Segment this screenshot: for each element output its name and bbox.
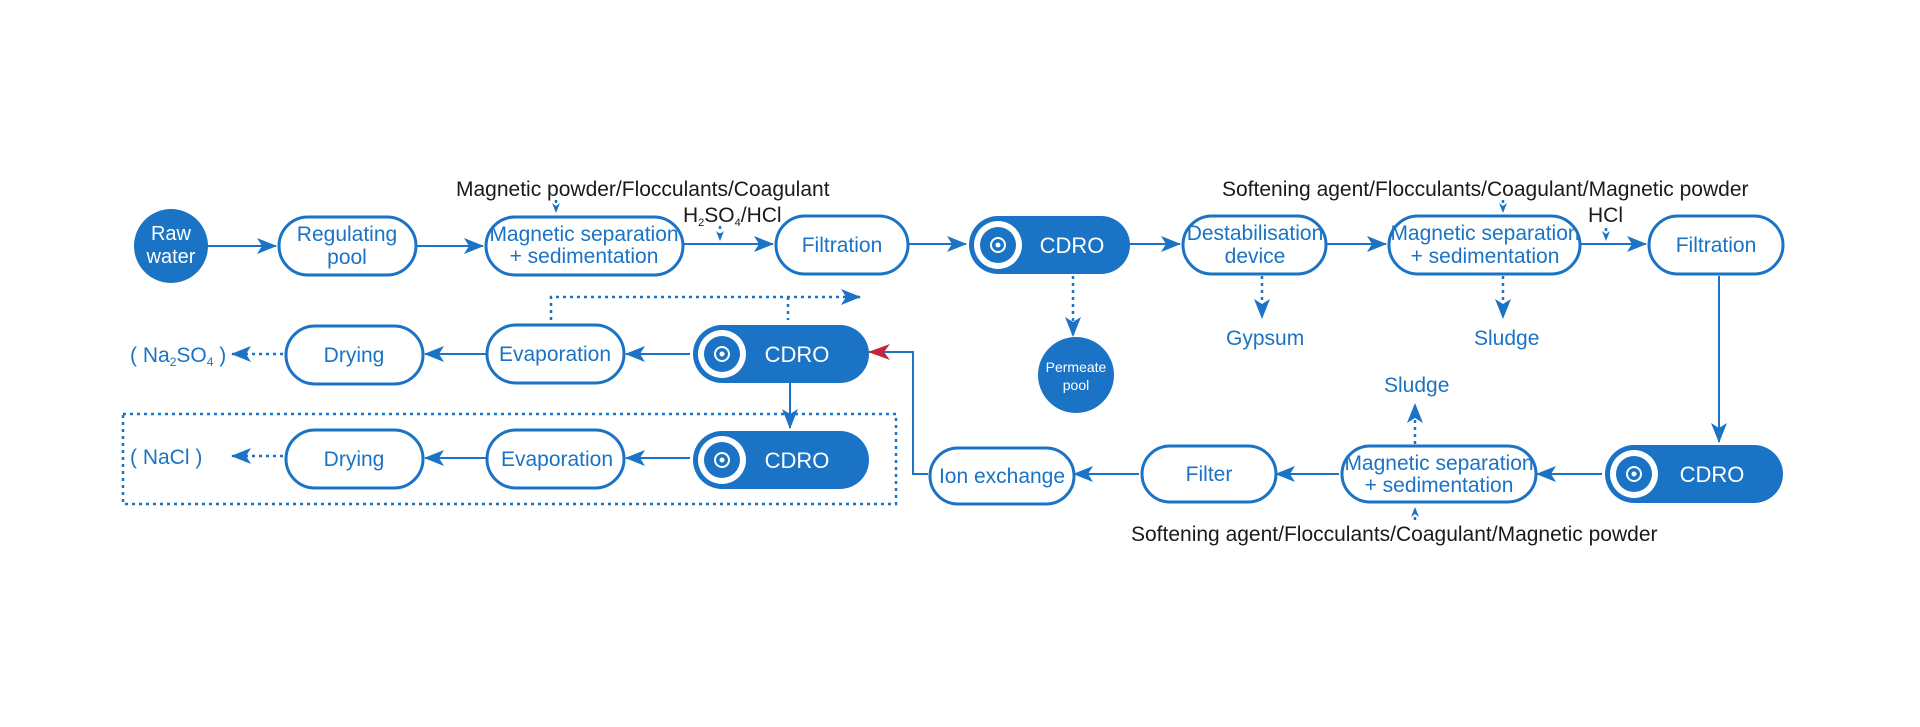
hcl-label: HCl xyxy=(1588,204,1623,227)
permeate-pool-label-1: Permeate xyxy=(1046,359,1107,375)
drying-2-node xyxy=(284,428,425,490)
magsep-3-node xyxy=(1340,444,1538,504)
permeate-pool-node xyxy=(1038,337,1114,413)
magsep-1-label-1: Magnetic separation xyxy=(489,223,678,246)
regulating-pool-label-2: pool xyxy=(327,246,367,269)
additives-3-label: Softening agent/Flocculants/Coagulant/Ma… xyxy=(1131,523,1658,546)
raw-water-label-2: water xyxy=(146,246,196,268)
magsep-2-node xyxy=(1387,214,1582,276)
dotted-connectors xyxy=(231,200,1610,520)
magsep-2-label-2: + sedimentation xyxy=(1411,245,1560,268)
raw-water-label-1: Raw xyxy=(151,223,192,245)
cdro-3-label: CDRO xyxy=(765,342,830,367)
ion-exchange-node xyxy=(928,446,1076,506)
gypsum-label: Gypsum xyxy=(1226,327,1304,350)
filtration-1-label: Filtration xyxy=(802,234,883,257)
labels: Magnetic powder/Flocculants/Coagulant H2… xyxy=(130,178,1749,546)
cdro-1-label: CDRO xyxy=(1040,233,1105,258)
evaporation-2-label: Evaporation xyxy=(501,448,613,471)
filtration-1-node xyxy=(774,214,910,276)
sludge-1-label: Sludge xyxy=(1474,327,1539,350)
evaporation-2-node xyxy=(485,428,626,490)
dotted-return-line xyxy=(549,289,861,320)
nacl-section-box xyxy=(121,412,898,506)
magsep-3-label-2: + sedimentation xyxy=(1365,474,1514,497)
regulating-pool-node xyxy=(277,215,418,277)
nodes: Raw water Regulating pool Magnetic separ… xyxy=(134,209,1785,506)
destab-node xyxy=(1181,214,1328,276)
magsep-1-label-2: + sedimentation xyxy=(510,245,659,268)
additives-1-label: Magnetic powder/Flocculants/Coagulant xyxy=(456,178,830,201)
na2so4-product-label: ( Na2SO4 ) xyxy=(130,344,226,369)
filter-node xyxy=(1140,444,1278,504)
drying-2-label: Drying xyxy=(324,448,385,471)
connectors xyxy=(206,236,1727,482)
destab-label-2: device xyxy=(1225,245,1286,268)
magsep-1-node xyxy=(484,215,685,277)
nacl-product-label: ( NaCl ) xyxy=(130,446,202,469)
sludge-2-label: Sludge xyxy=(1384,374,1449,397)
acid-label: H2SO4/HCl xyxy=(683,204,782,229)
additives-2-label: Softening agent/Flocculants/Coagulant/Ma… xyxy=(1222,178,1749,201)
ion-exchange-label: Ion exchange xyxy=(939,465,1065,488)
drying-1-node xyxy=(284,324,425,386)
evaporation-1-label: Evaporation xyxy=(499,343,611,366)
cdro-2-label: CDRO xyxy=(1680,462,1745,487)
regulating-pool-label-1: Regulating xyxy=(297,223,397,246)
raw-water-node xyxy=(134,209,208,283)
filtration-2-node xyxy=(1647,214,1785,276)
drying-1-label: Drying xyxy=(324,344,385,367)
cdro-4-label: CDRO xyxy=(765,448,830,473)
magsep-2-label-1: Magnetic separation xyxy=(1390,222,1579,245)
filter-label: Filter xyxy=(1186,463,1233,486)
permeate-pool-label-2: pool xyxy=(1063,377,1089,393)
magsep-3-label-1: Magnetic separation xyxy=(1344,452,1533,475)
destab-label-1: Destabilisation xyxy=(1187,222,1324,245)
arrow-ionexchange-to-cdro3 xyxy=(868,344,928,475)
filtration-2-label: Filtration xyxy=(1676,234,1757,257)
evaporation-1-node xyxy=(485,323,626,385)
